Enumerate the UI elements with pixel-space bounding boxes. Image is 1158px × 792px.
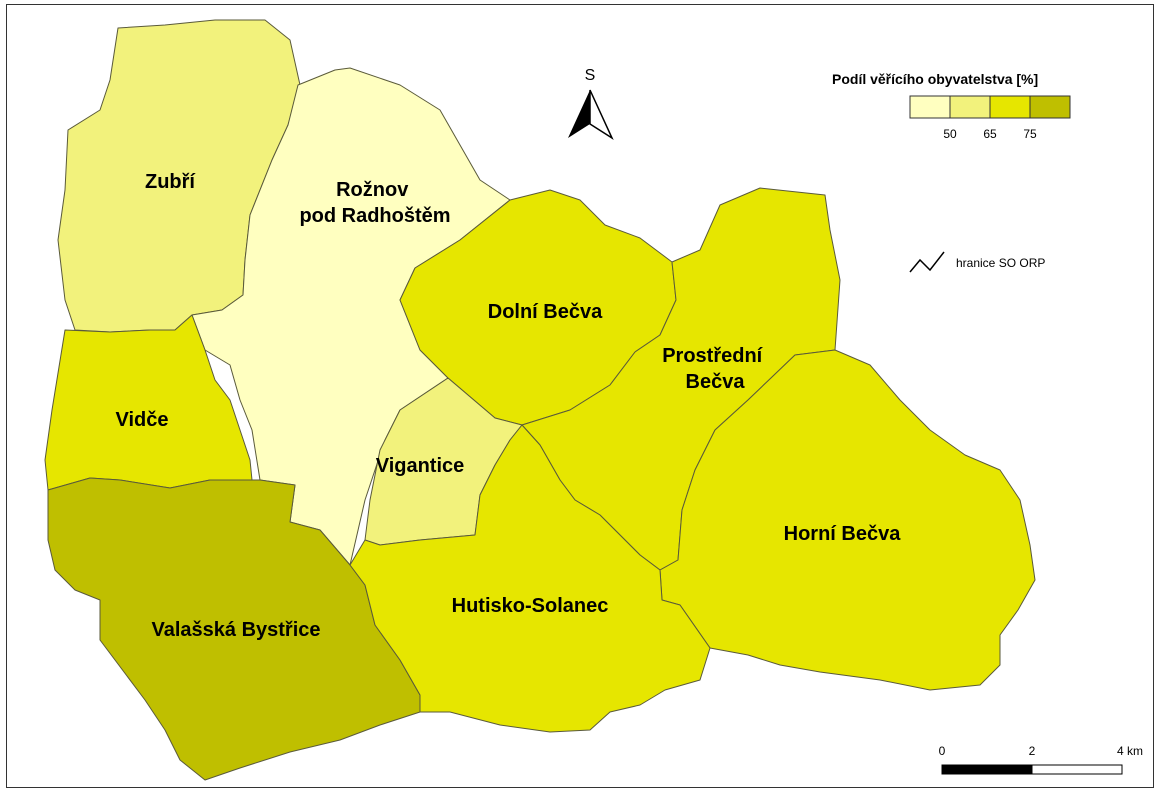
label-zubri: Zubří xyxy=(145,171,196,193)
border-line-icon xyxy=(909,251,945,273)
label-prostredni-becva: Prostřední Bečva xyxy=(662,345,768,393)
scale-bar: 0 2 4 km xyxy=(939,744,1143,775)
label-roznov: Rožnov pod Radhoštěm xyxy=(299,179,450,227)
legend-swatch-1 xyxy=(909,95,951,119)
municipality-hutisko-solanec[interactable] xyxy=(349,424,711,733)
scale-label-2: 2 xyxy=(1029,744,1036,758)
scale-label-4: 4 km xyxy=(1117,744,1143,758)
municipality-polygons xyxy=(44,19,1036,781)
legend-swatch-4 xyxy=(1029,95,1071,119)
legend-border-label: hranice SO ORP xyxy=(956,256,1045,270)
legend: Podíl věřícího obyvatelstva [%] 50 65 75… xyxy=(832,71,1071,273)
scale-label-0: 0 xyxy=(939,744,946,758)
municipality-horni-becva[interactable] xyxy=(659,349,1036,691)
north-arrow-right-icon xyxy=(589,89,614,140)
label-horni-becva: Horní Bečva xyxy=(784,523,902,545)
label-hutisko-solanec: Hutisko-Solanec xyxy=(452,595,609,617)
legend-swatch-2 xyxy=(949,95,991,119)
north-arrow: S xyxy=(568,67,614,140)
legend-break-3: 75 xyxy=(1023,127,1037,141)
legend-break-2: 65 xyxy=(983,127,997,141)
label-vigantice: Vigantice xyxy=(376,455,465,477)
scale-bar-segment-black xyxy=(941,764,1033,775)
municipality-labels: Zubří Rožnov pod Radhoštěm Dolní Bečva P… xyxy=(116,171,902,641)
legend-swatch-3 xyxy=(989,95,1031,119)
north-arrow-left-icon xyxy=(568,90,590,138)
label-valasska-bystrice: Valašská Bystřice xyxy=(151,619,320,641)
label-dolni-becva: Dolní Bečva xyxy=(488,301,603,323)
scale-bar-segment-white xyxy=(1031,764,1123,775)
legend-break-1: 50 xyxy=(943,127,957,141)
label-vidce: Vidče xyxy=(116,409,169,431)
north-arrow-letter: S xyxy=(585,67,596,84)
legend-title: Podíl věřícího obyvatelstva [%] xyxy=(832,71,1038,87)
legend-swatches xyxy=(909,95,1071,119)
